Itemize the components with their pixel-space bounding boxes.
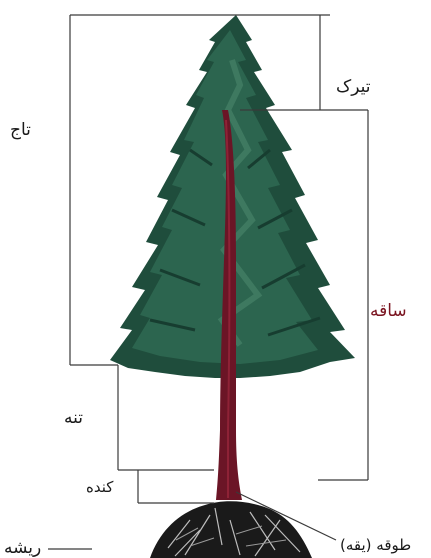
top-label: تیرک (336, 79, 370, 96)
root-label: ریشه (4, 540, 41, 557)
crown-label: تاج (10, 122, 31, 139)
trunk-label: تنه (64, 410, 83, 427)
stump-label: کنده (86, 480, 113, 495)
collar-label: طوقه (یقه) (340, 538, 411, 553)
root-mass (150, 501, 312, 558)
stem-label: ساقه (370, 303, 407, 320)
